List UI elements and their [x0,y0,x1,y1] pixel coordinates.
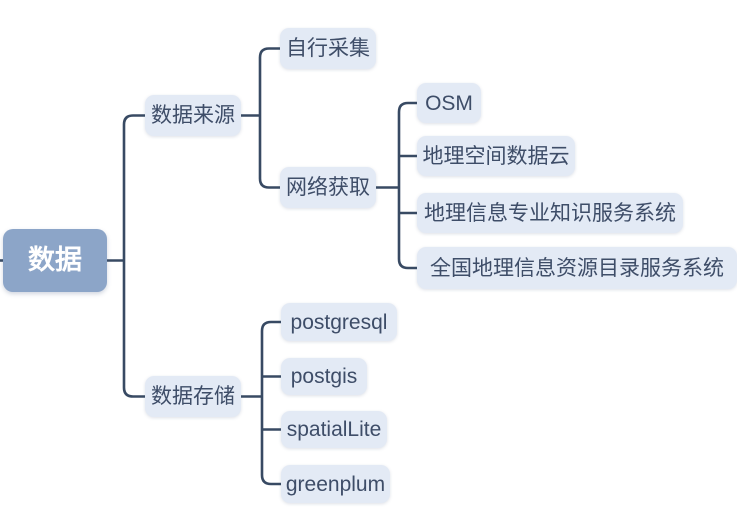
node-greenplum[interactable]: greenplum [281,465,390,503]
node-label: 数据 [28,245,82,275]
node-label: greenplum [285,472,386,496]
node-label: 网络获取 [286,176,370,199]
node-spatiallite[interactable]: spatialLite [281,411,387,448]
node-osm[interactable]: OSM [417,83,481,123]
edge-network-children [397,101,417,270]
node-label: 地理信息专业知识服务系统 [424,201,676,225]
node-label: postgis [290,365,358,388]
node-self-collect[interactable]: 自行采集 [280,28,376,69]
node-root-data[interactable]: 数据 [3,229,107,292]
node-geospatial-data-cloud[interactable]: 地理空间数据云 [417,136,575,176]
node-label: 数据存储 [151,385,235,408]
edge-datasource-children [258,47,280,189]
node-label: 全国地理信息资源目录服务系统 [430,256,724,280]
node-data-storage[interactable]: 数据存储 [145,376,241,417]
node-label: 数据来源 [151,104,235,127]
node-postgis[interactable]: postgis [281,358,367,395]
node-geo-knowledge-service-system[interactable]: 地理信息专业知识服务系统 [417,193,683,233]
node-label: 自行采集 [286,37,370,60]
node-data-source[interactable]: 数据来源 [145,95,241,136]
node-label: OSM [425,91,473,115]
node-national-geo-catalog-system[interactable]: 全国地理信息资源目录服务系统 [417,247,737,289]
node-label: postgresql [290,310,388,334]
node-postgresql[interactable]: postgresql [281,303,397,341]
node-label: 地理空间数据云 [422,144,570,168]
edge-trunk-branches [122,114,145,398]
node-label: spatialLite [286,418,382,441]
node-network-acquire[interactable]: 网络获取 [280,167,376,208]
edge-datastorage-children [260,320,281,486]
